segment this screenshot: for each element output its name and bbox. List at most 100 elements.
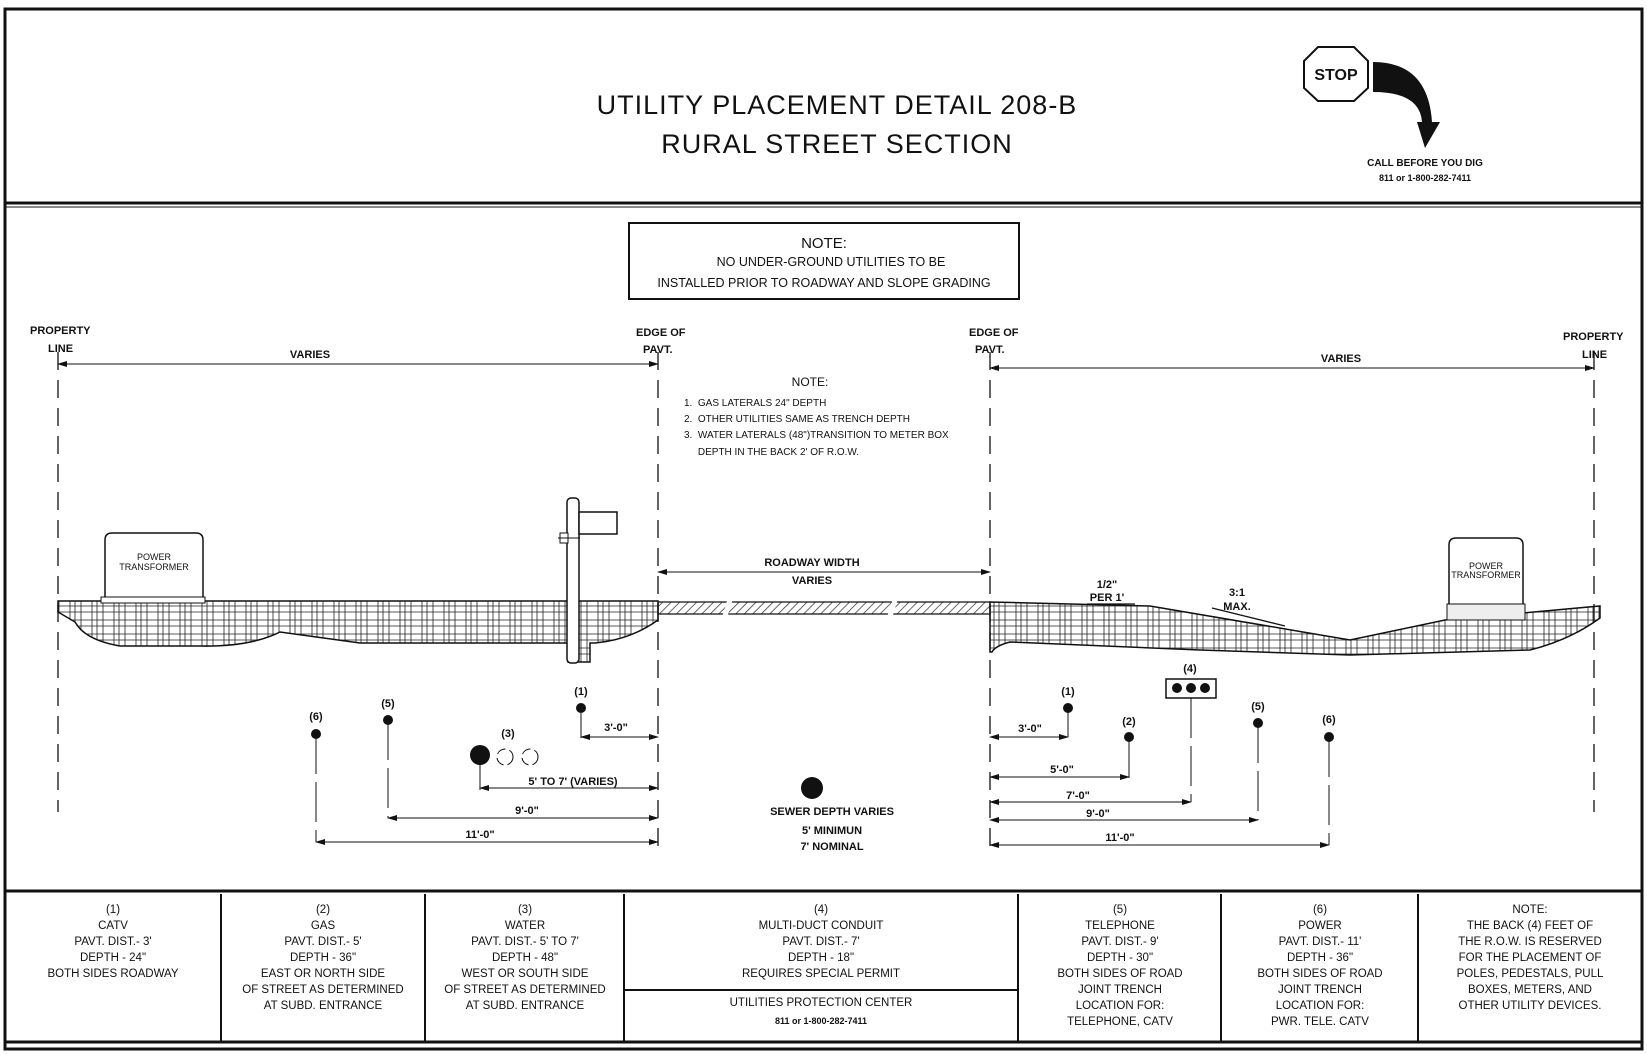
- legend-catv-line: PAVT. DIST.- 3': [74, 936, 151, 948]
- ground-section-left: [57, 497, 659, 664]
- utility-marker-3: (3): [501, 728, 515, 740]
- legend-catv-line: BOTH SIDES ROADWAY: [48, 968, 179, 980]
- dimension-label: 9'-0": [1086, 808, 1110, 820]
- legend-power-line: DEPTH - 36": [1287, 952, 1353, 964]
- middle-note-item: 1. GAS LATERALS 24" DEPTH: [684, 398, 826, 409]
- legend-power-line: (6): [1313, 904, 1327, 916]
- middle-note-item: 2. OTHER UTILITIES SAME AS TRENCH DEPTH: [684, 414, 910, 425]
- roadway: [657, 569, 991, 617]
- legend-power-line: PAVT. DIST.- 11': [1279, 936, 1362, 948]
- legend-catv-line: (1): [106, 904, 120, 916]
- call-before-dig-phone: 811 or 1-800-282-7411: [1379, 173, 1471, 183]
- sewer-label: 5' MINIMUN: [802, 825, 862, 837]
- dimension-label: 5'-0": [1050, 764, 1074, 776]
- top-note: NOTE: NO UNDER-GROUND UTILITIES TO BE IN…: [628, 222, 1020, 300]
- legend-multi-duct-line: MULTI-DUCT CONDUIT: [759, 920, 884, 932]
- utility-marker-5: (5): [1251, 701, 1265, 713]
- dimension-label: 7'-0": [1066, 790, 1090, 802]
- legend-water-line: WEST OR SOUTH SIDE: [462, 968, 589, 980]
- legend-note-line: FOR THE PLACEMENT OF: [1459, 952, 1602, 964]
- utility-marker-6: (6): [309, 711, 323, 723]
- legend-gas-line: AT SUBD. ENTRANCE: [264, 1000, 383, 1012]
- stop-sign-text: STOP: [1314, 67, 1358, 84]
- call-before-dig-text: CALL BEFORE YOU DIG: [1367, 158, 1483, 169]
- legend-gas-line: DEPTH - 36": [290, 952, 356, 964]
- transformer-label: POWER: [1469, 561, 1504, 571]
- stop-sign-icon: [1303, 46, 1369, 102]
- legend-power-line: BOTH SIDES OF ROAD: [1257, 968, 1382, 980]
- utility-marker-1: (1): [574, 686, 588, 698]
- property-line-label-left: PROPERTY: [30, 325, 91, 337]
- top-note-heading: NOTE:: [801, 235, 847, 252]
- legend-note-line: THE BACK (4) FEET OF: [1467, 920, 1593, 932]
- legend-telephone-line: PAVT. DIST.- 9': [1081, 936, 1158, 948]
- property-line-label-right: PROPERTY: [1563, 331, 1624, 343]
- legend-telephone-line: (5): [1113, 904, 1127, 916]
- slope-label: PER 1': [1090, 592, 1125, 604]
- drawing-title: UTILITY PLACEMENT DETAIL 208-B: [597, 90, 1078, 120]
- dimension-label: 3'-0": [604, 722, 628, 734]
- mailbox-icon: [578, 511, 618, 535]
- top-note-line1: NO UNDER-GROUND UTILITIES TO BE: [717, 255, 946, 269]
- dimension-label: 3'-0": [1018, 723, 1042, 735]
- call-before-dig: STOP CALL BEFORE YOU DIG 811 or 1-800-28…: [1303, 46, 1483, 183]
- drawing-frame: [3, 7, 1644, 1051]
- varies-label-left: VARIES: [290, 349, 330, 361]
- legend-power-line: POWER: [1298, 920, 1341, 932]
- sewer: SEWER DEPTH VARIES 5' MINIMUN 7' NOMINAL: [770, 777, 894, 853]
- roadway-width-label: ROADWAY WIDTH: [764, 557, 859, 569]
- utility-marker-5: (5): [381, 698, 395, 710]
- utilities-left: (1) 3'-0" (3) 5' TO 7' (VARIES) (5) 9'-0…: [309, 686, 659, 845]
- power-transformer-right: POWER TRANSFORMER: [1446, 537, 1526, 621]
- legend-water-line: OF STREET AS DETERMINED: [444, 984, 605, 996]
- drawing-subtitle: RURAL STREET SECTION: [661, 129, 1013, 159]
- legend-telephone-line: DEPTH - 30": [1087, 952, 1153, 964]
- property-line-label-left-2: LINE: [48, 343, 73, 355]
- legend-note-line: NOTE:: [1512, 904, 1547, 916]
- utility-marker-1: (1): [1061, 686, 1075, 698]
- transformer-label: POWER: [137, 552, 172, 562]
- transformer-label: TRANSFORMER: [119, 562, 189, 572]
- legend-note-line: OTHER UTILITY DEVICES.: [1459, 1000, 1602, 1012]
- legend-catv-line: DEPTH - 24": [80, 952, 146, 964]
- legend-power-line: PWR. TELE. CATV: [1271, 1016, 1369, 1028]
- dimension-label: 11'-0": [465, 829, 494, 841]
- dimension-label: 11'-0": [1105, 832, 1134, 844]
- dimension-label: 5' TO 7' (VARIES): [528, 776, 618, 788]
- middle-note: NOTE: 1. GAS LATERALS 24" DEPTH 2. OTHER…: [684, 375, 949, 458]
- mailbox-post: [566, 497, 580, 664]
- slope-label: 1/2": [1097, 579, 1118, 591]
- legend-water-line: (3): [518, 904, 532, 916]
- power-transformer-left: POWER TRANSFORMER: [100, 532, 206, 604]
- legend-multi-duct-line: REQUIRES SPECIAL PERMIT: [742, 968, 900, 980]
- edge-of-pavement-label-left: EDGE OF: [636, 327, 686, 339]
- legend-note-line: POLES, PEDESTALS, PULL: [1457, 968, 1604, 980]
- slope-label: 3:1: [1229, 587, 1245, 599]
- legend-power-line: LOCATION FOR:: [1276, 1000, 1365, 1012]
- utility-marker-4: (4): [1183, 663, 1197, 675]
- legend-gas-line: (2): [316, 904, 330, 916]
- middle-note-item: DEPTH IN THE BACK 2' OF R.O.W.: [684, 447, 859, 458]
- edge-of-pavement-label-right: EDGE OF: [969, 327, 1019, 339]
- legend-power-line: JOINT TRENCH: [1278, 984, 1362, 996]
- legend-gas-line: EAST OR NORTH SIDE: [261, 968, 386, 980]
- utilities-right: (1) 3'-0" (2) 5'-0" (4) 7'-0" (5) 9'-0" …: [989, 663, 1336, 848]
- dimension-label: 9'-0": [515, 805, 539, 817]
- legend-telephone-line: TELEPHONE, CATV: [1067, 1016, 1173, 1028]
- legend-water-line: DEPTH - 48": [492, 952, 558, 964]
- edge-of-pavement-label-left-2: PAVT.: [643, 344, 673, 356]
- roadway-varies-label: VARIES: [792, 575, 832, 587]
- legend-water-line: AT SUBD. ENTRANCE: [466, 1000, 585, 1012]
- utility-marker-6: (6): [1322, 714, 1336, 726]
- curved-arrow-icon: [1373, 62, 1440, 148]
- top-note-line2: INSTALLED PRIOR TO ROADWAY AND SLOPE GRA…: [657, 276, 990, 290]
- legend-telephone-line: JOINT TRENCH: [1078, 984, 1162, 996]
- legend-note-line: THE R.O.W. IS RESERVED: [1458, 936, 1602, 948]
- legend-multi-duct-footer: UTILITIES PROTECTION CENTER: [730, 997, 913, 1009]
- reference-lines: [57, 352, 1595, 850]
- legend-telephone-line: LOCATION FOR:: [1076, 1000, 1165, 1012]
- varies-label-right: VARIES: [1321, 353, 1361, 365]
- legend-telephone-line: TELEPHONE: [1085, 920, 1155, 932]
